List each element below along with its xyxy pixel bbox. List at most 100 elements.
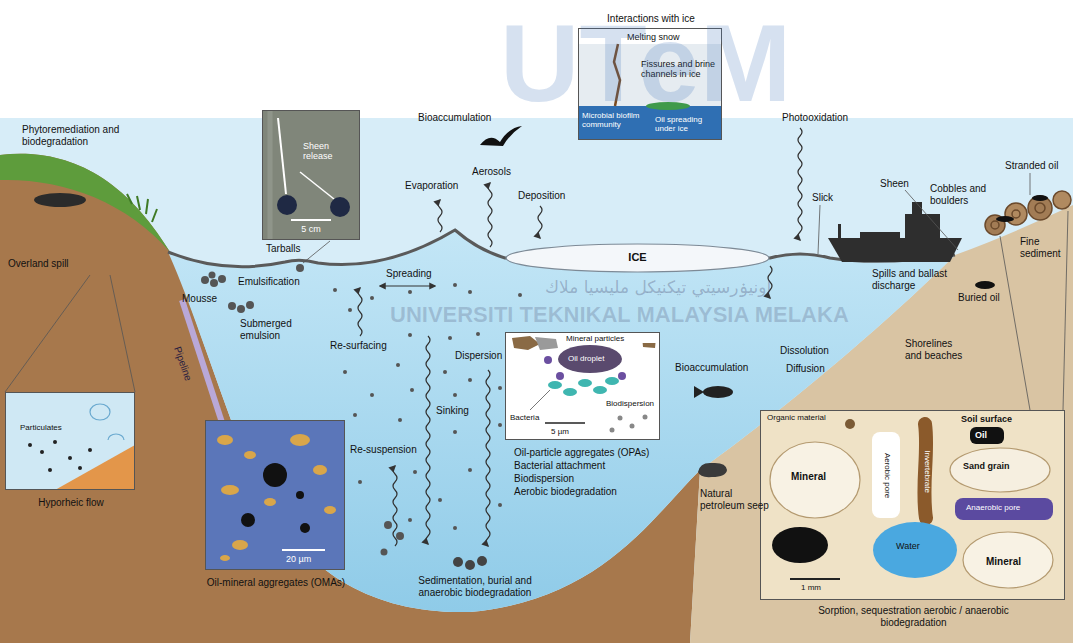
dispersed-oil-droplets (448, 336, 452, 340)
opa-picture (618, 416, 623, 421)
process-squiggle-arrow (538, 206, 542, 238)
oma-micrograph-picture (217, 434, 336, 561)
dispersed-oil-droplets (453, 430, 457, 434)
inset-label: Sheen release (303, 141, 358, 162)
process-label: Deposition (518, 190, 565, 202)
process-label: Re-suspension (350, 444, 417, 456)
sky-band (0, 118, 1073, 643)
process-label: Pipeline (172, 345, 194, 382)
sediment-oil-blob (465, 560, 475, 570)
hyporheic-picture (90, 404, 124, 440)
soil-pore-picture (845, 419, 855, 429)
scale-label: 5 µm (551, 427, 581, 436)
dispersed-oil-droplets (370, 393, 374, 397)
soil-pore-picture (950, 448, 1050, 492)
dispersed-oil-droplets (498, 423, 502, 427)
inset-caption: Aerobic biodegradation (514, 486, 674, 498)
tanker-ship (905, 214, 940, 238)
soil-pore-picture (955, 498, 1053, 520)
inset-label: Oil (975, 430, 995, 440)
opa-picture (530, 390, 550, 410)
inset-caption: Oil-particle aggregates (OPAs) (514, 447, 674, 459)
dispersed-oil-droplets (353, 413, 357, 417)
inset-label: Sand grain (963, 461, 1023, 471)
soil-pore-picture (760, 410, 1065, 600)
dispersed-oil-droplets (453, 526, 457, 530)
overland-spill-oil (34, 193, 86, 207)
inset-caption: Bacterial attachment (514, 460, 674, 472)
tanker-ship (860, 232, 900, 238)
tarball-photo-picture (262, 110, 360, 240)
oma-micrograph-picture (296, 491, 304, 499)
ice-floe: ICE (505, 243, 770, 273)
oma-micrograph-picture (324, 506, 336, 514)
inset-label: ICE (505, 251, 770, 264)
inset-label: Water (896, 541, 936, 551)
hyporheic-picture (5, 392, 135, 490)
inset-label: Particulates (20, 423, 80, 432)
oma-micrograph-picture (205, 420, 345, 570)
watermark: UNIVERSITI TEKNIKAL MALAYSIA MELAKA (390, 302, 849, 327)
tarball-photo-picture (291, 219, 331, 221)
opa-picture (505, 332, 660, 440)
opa-picture (610, 428, 615, 433)
opa-picture (605, 377, 619, 385)
opa-picture (544, 356, 552, 364)
process-squiggle-arrow (486, 370, 490, 546)
soil-pore-picture (770, 442, 860, 518)
label-leader-line (818, 173, 1068, 410)
inset-label: Biodispersion (606, 399, 661, 408)
oma-micrograph-picture (217, 435, 233, 445)
tarball-leader-line (303, 241, 330, 263)
dispersed-oil-droplets (396, 363, 400, 367)
spreading-arrow (380, 285, 435, 286)
mousse-oil (201, 272, 226, 288)
opa-picture (578, 379, 592, 387)
process-label: Re-surfacing (330, 340, 387, 352)
sediment-oil-blob (453, 557, 463, 567)
opa-picture (545, 422, 585, 424)
dispersed-oil-droplets (348, 308, 352, 312)
inset-label: Oil droplet (568, 354, 624, 363)
process-label: Fine sediment (1020, 236, 1070, 259)
process-label: Sedimentation, burial and anaerobic biod… (405, 575, 545, 598)
scale-label: 1 mm (801, 583, 831, 592)
tarball-photo-inset: Sheen release5 cm (262, 110, 360, 240)
inset-caption: Hyporheic flow (6, 497, 136, 509)
process-squiggle-arrow (426, 336, 430, 544)
stranded-oil (996, 195, 1048, 222)
grass-bank (0, 154, 170, 252)
seabird (480, 126, 522, 146)
dispersed-oil-droplets (476, 332, 480, 336)
tarball-photo-picture (330, 197, 350, 217)
dispersed-oil-droplets (468, 378, 472, 382)
process-label: Bioaccumulation (418, 112, 491, 124)
cobbles-and-boulders (1053, 191, 1071, 209)
watermark: اونيۏرسيتي تيكنيكل مليسيا ملاك (545, 278, 771, 298)
dispersed-oil-droplets (358, 480, 362, 484)
label-leader-line (1030, 173, 1031, 195)
process-label: Emulsification (238, 276, 300, 288)
dispersed-oil-droplets (410, 388, 414, 392)
cobbles-and-boulders (1012, 210, 1020, 218)
cobbles-and-boulders (1035, 203, 1045, 213)
inset-label: Mineral (986, 556, 1036, 568)
stranded-oil (1032, 195, 1048, 201)
oma-micrograph-picture (244, 451, 256, 459)
dispersed-oil-droplets (343, 370, 347, 374)
scale-label: 20 µm (286, 554, 326, 564)
hyporheic-picture (88, 448, 92, 452)
opa-picture (556, 372, 564, 380)
hyporheic-picture (53, 440, 57, 444)
opa-picture (618, 372, 626, 380)
process-label: Sheen (880, 178, 909, 190)
tarball (296, 264, 304, 272)
process-label: Phytoremediation and biodegradation (22, 124, 127, 147)
oma-micrograph-picture (264, 498, 276, 506)
hyporheic-picture (48, 468, 52, 472)
dispersed-oil-droplets (413, 470, 417, 474)
process-label: Dissolution (780, 345, 829, 357)
buried-oil (975, 281, 995, 289)
submerged-emulsion-oil (228, 301, 254, 313)
sinking-oil-blob (381, 521, 405, 556)
